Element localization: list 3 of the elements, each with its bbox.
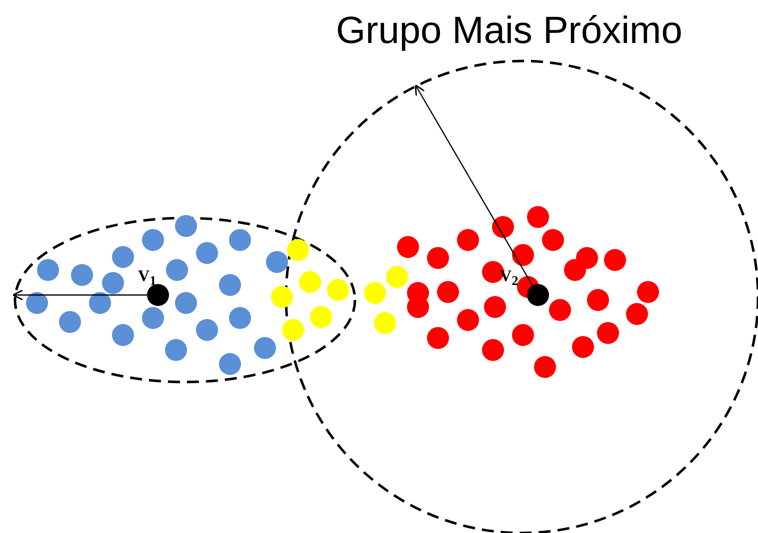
point-label: V$_{2}$ <box>500 268 518 290</box>
point-label: V$_{1}$ <box>138 268 156 290</box>
title: Grupo Mais Próximo <box>336 10 682 53</box>
